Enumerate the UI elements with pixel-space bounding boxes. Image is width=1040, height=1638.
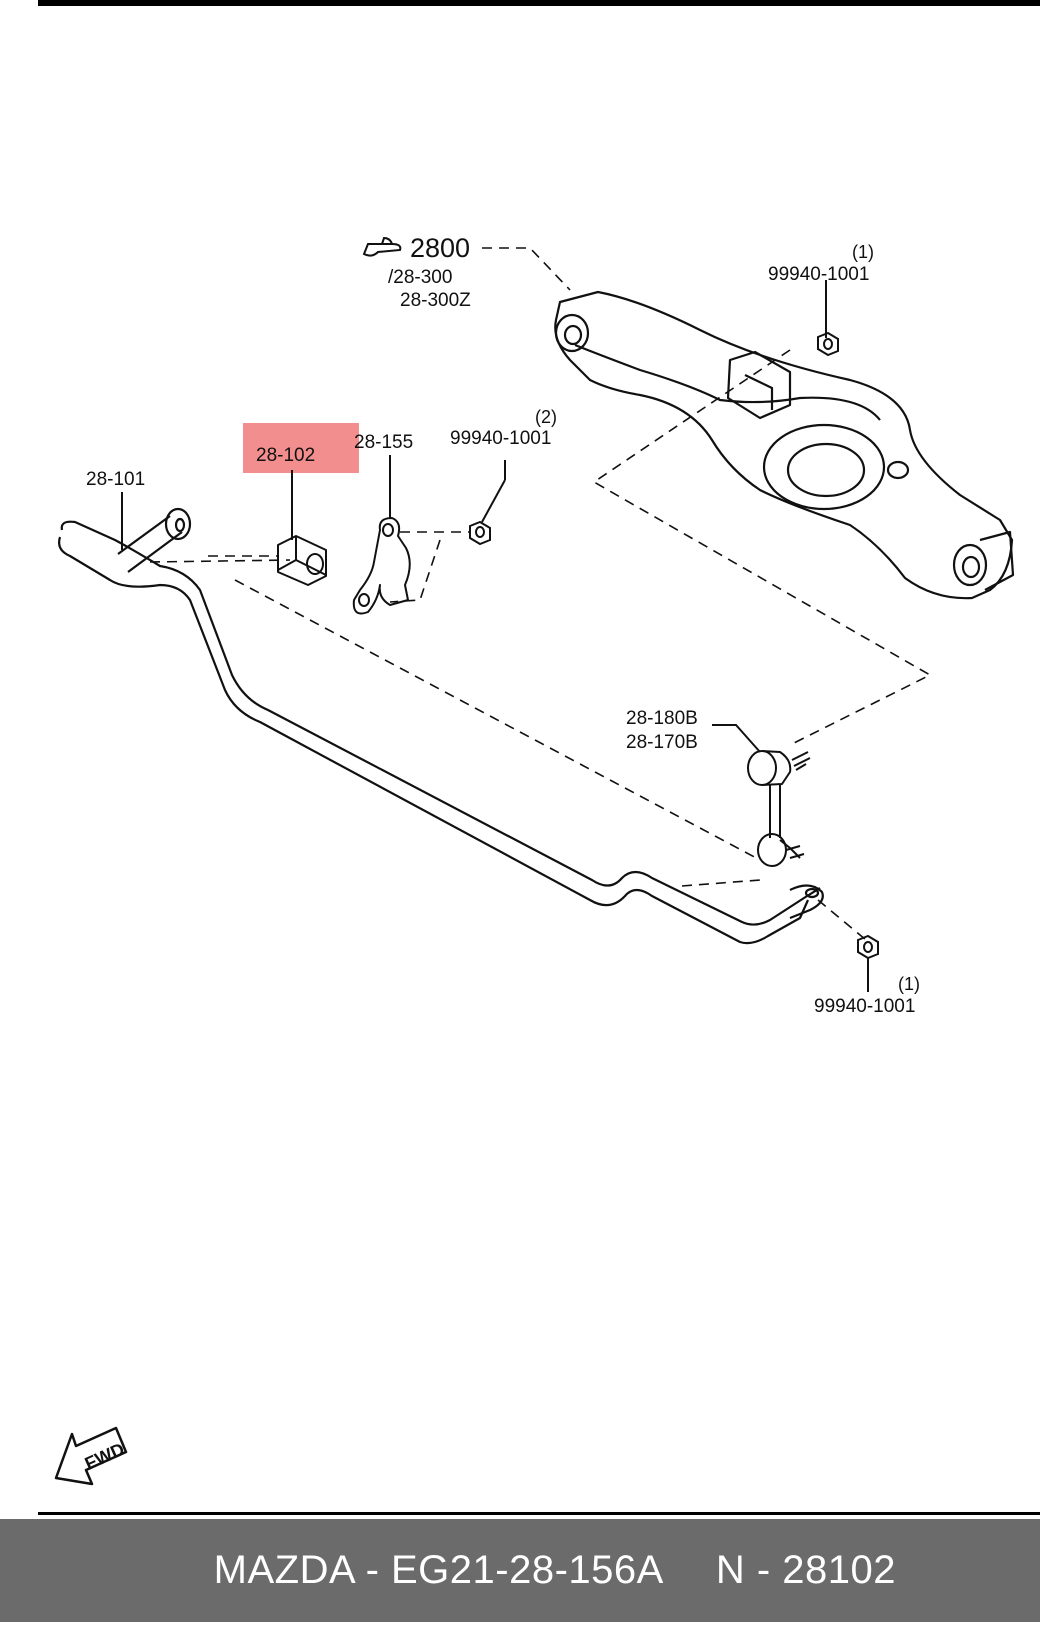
bushing-highlight xyxy=(243,423,359,473)
label-subframe: 2800 xyxy=(410,233,470,263)
label-bracket: 28-155 xyxy=(354,432,413,453)
label-subframe-alt2: 28-300Z xyxy=(400,290,471,311)
top-border xyxy=(38,0,1040,6)
label-nut-mid-qty: (2) xyxy=(535,407,557,427)
bushing-part-drawing xyxy=(277,535,327,586)
caption-bar: MAZDA - EG21-28-156A N - 28102 xyxy=(0,1519,1040,1622)
label-nut-top-qty: (1) xyxy=(852,242,874,262)
fwd-label: FWD xyxy=(82,1439,128,1474)
label-nut-mid: 99940-1001 xyxy=(450,428,551,449)
nut-bottom-drawing xyxy=(857,934,879,960)
label-nut-bottom: 99940-1001 xyxy=(814,996,915,1017)
nut-top-drawing xyxy=(817,331,839,357)
assembly-lines xyxy=(149,247,932,941)
nut-mid-drawing xyxy=(469,520,491,546)
label-stabilizer: 28-101 xyxy=(86,469,145,490)
stabilizer-link-drawing xyxy=(747,750,811,867)
label-nut-bottom-qty: (1) xyxy=(898,974,920,994)
caption-brand-part: MAZDA - EG21-28-156A xyxy=(213,1548,664,1592)
subframe-drawing xyxy=(554,290,1015,600)
label-link-a: 28-180B xyxy=(626,708,698,729)
parts-diagram: 2800 /28-300 28-300Z (1) 99940-1001 (2) … xyxy=(38,0,1040,1515)
label-bushing: 28-102 xyxy=(256,445,315,466)
bottom-border xyxy=(38,1512,1040,1515)
leader-lines xyxy=(121,280,869,992)
caption-oem-number: N - 28102 xyxy=(715,1548,897,1592)
label-link-b: 28-170B xyxy=(626,732,698,753)
label-nut-top: 99940-1001 xyxy=(768,264,869,285)
caption-text: MAZDA - EG21-28-156A N - 28102 xyxy=(118,1503,922,1638)
stabilizer-bar-drawing xyxy=(58,507,824,945)
bracket-part-drawing xyxy=(352,517,411,615)
hand-pointer-icon xyxy=(362,236,402,257)
label-subframe-alt1: /28-300 xyxy=(388,267,452,288)
fwd-arrow-icon: FWD xyxy=(54,1426,128,1486)
